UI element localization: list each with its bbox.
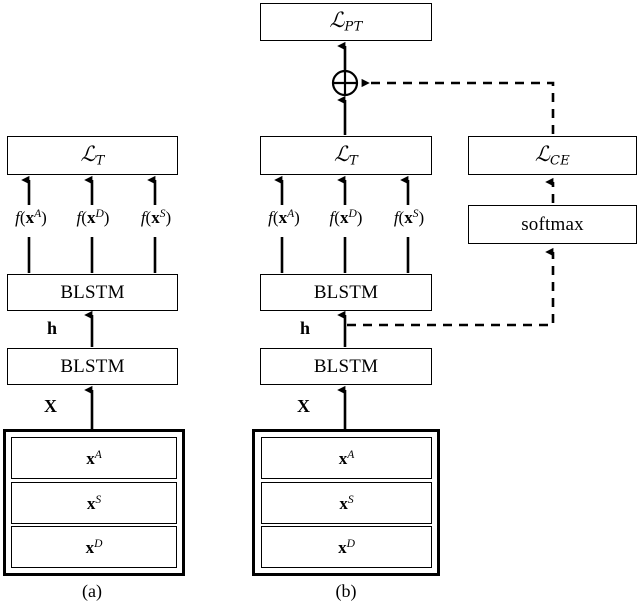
input-xd-label-b: xD (338, 537, 355, 557)
loss-pt-label-b: ℒPT (329, 8, 363, 35)
loss-t-label-b: ℒT (333, 141, 359, 169)
plus-circle-operator-b (330, 68, 360, 98)
branch-label-f-xd-b: f(xD) (329, 207, 363, 227)
branch-label-f-xa-b: f(xA) (268, 207, 300, 227)
input-xs-box-a: xS (11, 482, 177, 524)
loss-t-box-b: ℒT (260, 136, 432, 175)
caption-a: (a) (82, 581, 102, 601)
input-xd-box-a: xD (11, 526, 177, 568)
input-xa-box-a: xA (11, 437, 177, 479)
loss-ce-label-b: ℒCE (534, 141, 571, 169)
input-xs-label-b: xS (339, 493, 354, 513)
blstm-bottom-label-a: BLSTM (60, 356, 125, 377)
edge-label-h-b: h (300, 318, 311, 338)
input-xs-label-a: xS (86, 493, 102, 513)
input-xs-box-b: xS (261, 482, 432, 524)
input-xd-label-a: xD (85, 537, 103, 557)
caption-b: (b) (335, 581, 357, 601)
input-xa-label-a: xA (86, 448, 102, 468)
branch-label-f-xs-a: f(xS) (140, 207, 172, 227)
loss-t-box-a: ℒT (7, 136, 178, 175)
edge-label-x-b: X (297, 396, 310, 416)
softmax-label-b: softmax (521, 214, 584, 235)
input-xa-label-b: xA (338, 448, 355, 468)
blstm-bottom-box-a: BLSTM (7, 348, 178, 385)
loss-t-label-a: ℒT (80, 141, 105, 169)
branch-label-f-xa-a: f(xA) (15, 207, 47, 227)
branch-label-f-xs-b: f(xS) (393, 207, 425, 227)
blstm-top-label-b: BLSTM (313, 282, 379, 303)
blstm-top-box-b: BLSTM (260, 274, 432, 311)
loss-ce-box-b: ℒCE (468, 136, 637, 175)
edge-label-h-a: h (47, 318, 58, 338)
input-xd-box-b: xD (261, 526, 432, 568)
blstm-bottom-box-b: BLSTM (260, 348, 432, 385)
blstm-top-box-a: BLSTM (7, 274, 178, 311)
input-xa-box-b: xA (261, 437, 432, 479)
softmax-box-b: softmax (468, 205, 637, 244)
blstm-bottom-label-b: BLSTM (313, 356, 379, 377)
blstm-top-label-a: BLSTM (60, 282, 125, 303)
loss-pt-box-b: ℒPT (260, 3, 432, 41)
edge-label-x-a: X (44, 396, 57, 416)
dashed-lossce-to-oplus (361, 78, 555, 134)
branch-label-f-xd-a: f(xD) (76, 207, 110, 227)
